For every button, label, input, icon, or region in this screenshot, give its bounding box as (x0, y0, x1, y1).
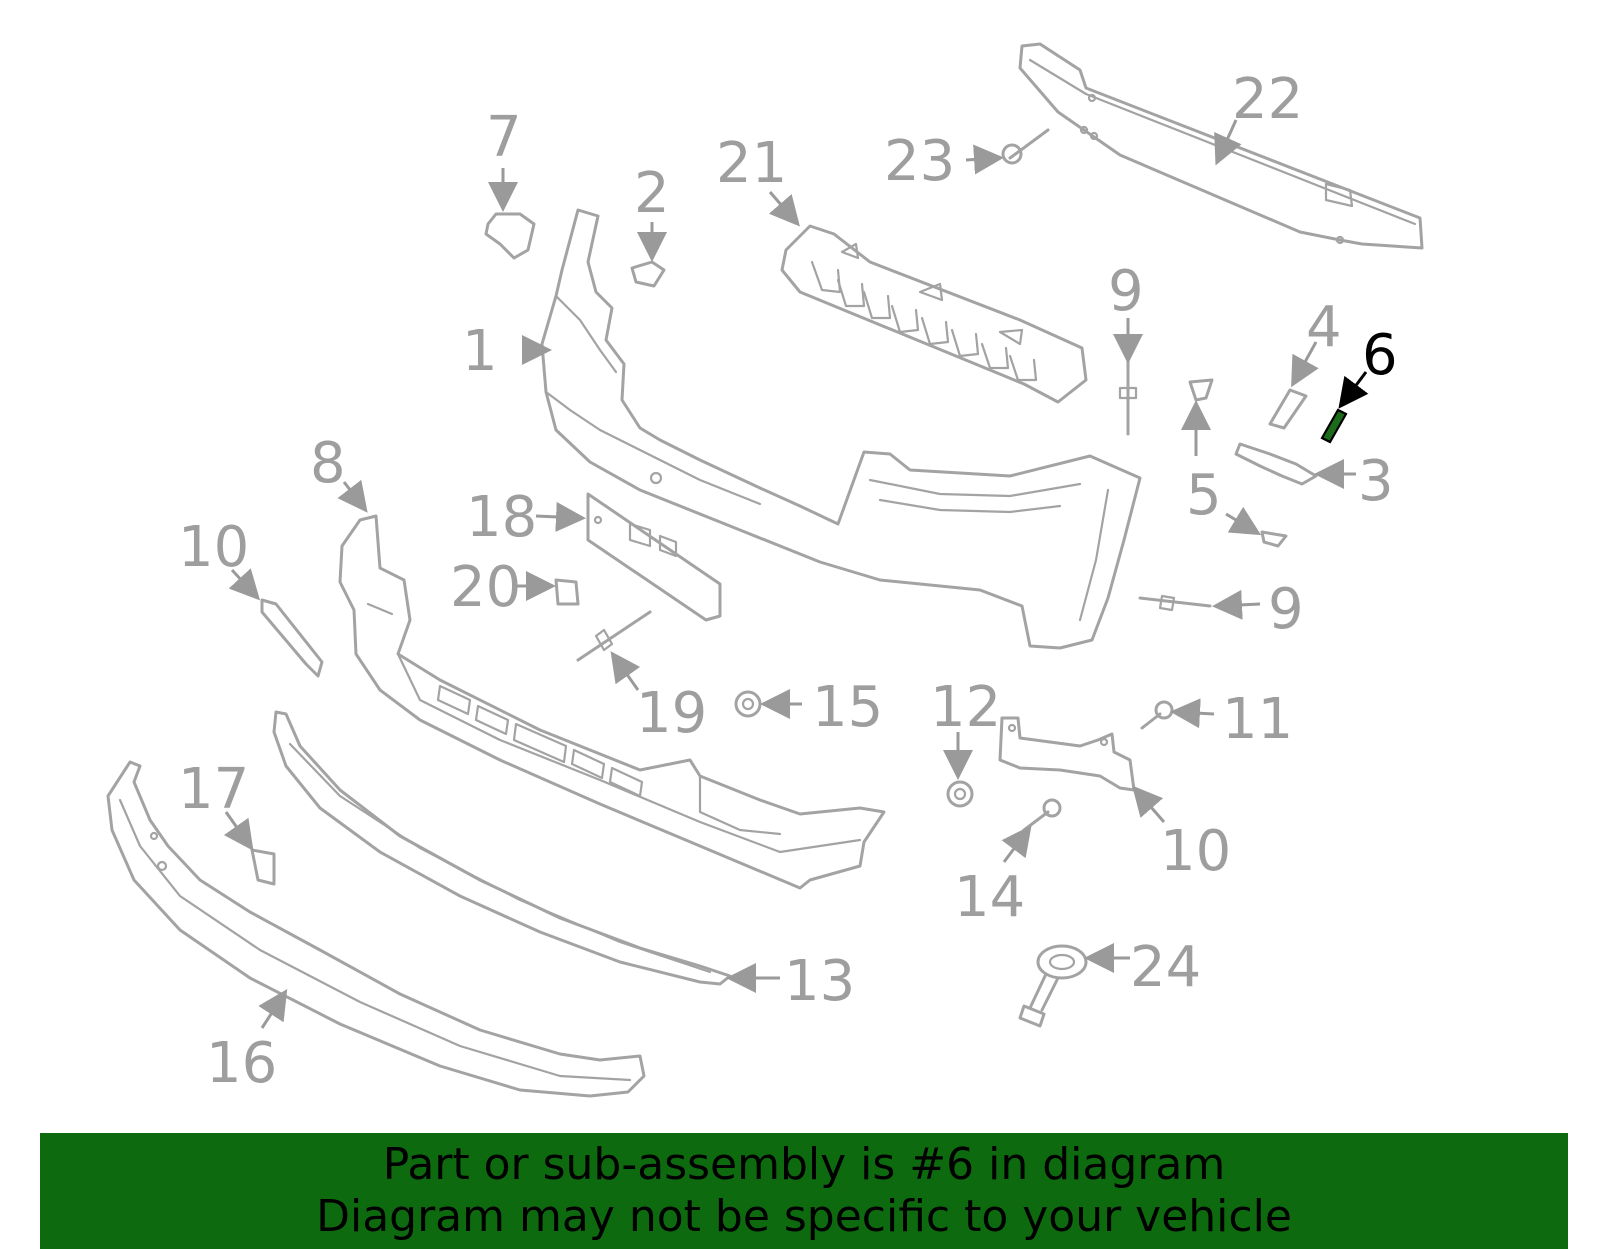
part-20-stud (576, 610, 652, 662)
part-15-screw (1022, 798, 1062, 832)
callout-9-lower: 9 (1268, 577, 1304, 642)
callout-24: 23 (884, 129, 955, 194)
callout-21: 20 (450, 555, 521, 620)
callout-labels: 7 2 21 23 22 1 9 4 6 3 5 9 8 18 10 20 19… (178, 67, 1398, 1096)
part-23-reinforcement-bar (1018, 42, 1424, 250)
callout-10: 10 (178, 515, 249, 580)
part-19-license-bracket (586, 492, 722, 622)
info-banner: Part or sub-assembly is #6 in diagram Di… (40, 1133, 1568, 1249)
callout-18: 17 (178, 757, 249, 822)
callout-6-highlighted: 6 (1362, 323, 1398, 388)
part-24-bolt (1001, 128, 1050, 165)
part-5-lower-clip (1260, 530, 1288, 548)
callout-9-upper: 9 (1108, 259, 1144, 324)
part-14-lower-valance (272, 710, 732, 986)
part-17-lower-spoiler (106, 760, 646, 1098)
callout-19: 18 (466, 485, 537, 550)
callout-13: 12 (930, 675, 1001, 740)
callout-22: 21 (716, 131, 787, 196)
callout-16: 15 (812, 675, 883, 740)
callout-23: 22 (1232, 67, 1303, 132)
banner-line-2: Diagram may not be specific to your vehi… (316, 1191, 1292, 1242)
part-3-bracket (1234, 442, 1318, 486)
callout-1: 1 (462, 319, 498, 384)
callout-5: 5 (1186, 463, 1222, 528)
part-10-trim-strip (260, 598, 324, 678)
part-16-nut (734, 690, 762, 718)
part-12-screw (1140, 700, 1174, 730)
part-18-clip (250, 848, 276, 886)
callout-25: 24 (1130, 935, 1201, 1000)
part-2-clip (630, 260, 666, 288)
part-1-bumper-cover (540, 208, 1142, 650)
part-6-fastener-highlighted (1320, 408, 1348, 444)
part-7-bracket (484, 212, 536, 260)
callout-14: 13 (784, 949, 855, 1014)
banner-line-1: Part or sub-assembly is #6 in diagram (382, 1139, 1226, 1190)
callout-20: 19 (636, 681, 707, 746)
part-22-energy-absorber (780, 224, 1088, 404)
part-21-nut (554, 578, 580, 606)
part-9-lower-push-pin (1138, 594, 1212, 612)
part-4-retainer (1268, 388, 1308, 430)
leader-lines (223, 119, 1369, 1029)
part-13-nut (946, 780, 974, 808)
part-25-tow-hook (1018, 944, 1088, 1028)
callout-7: 7 (486, 105, 522, 170)
part-11-side-bracket (998, 716, 1136, 792)
callout-3: 3 (1358, 449, 1394, 514)
callout-4: 4 (1306, 295, 1342, 360)
part-5-upper-clip (1188, 378, 1214, 402)
callout-12: 11 (1222, 687, 1293, 752)
callout-8: 8 (310, 431, 346, 496)
callout-15: 14 (954, 865, 1025, 930)
part-9-upper-push-pin (1118, 360, 1138, 436)
callout-17: 16 (206, 1031, 277, 1096)
part-8-lower-grille (338, 514, 886, 890)
callout-11: 10 (1160, 819, 1231, 884)
callout-2: 2 (634, 161, 670, 226)
